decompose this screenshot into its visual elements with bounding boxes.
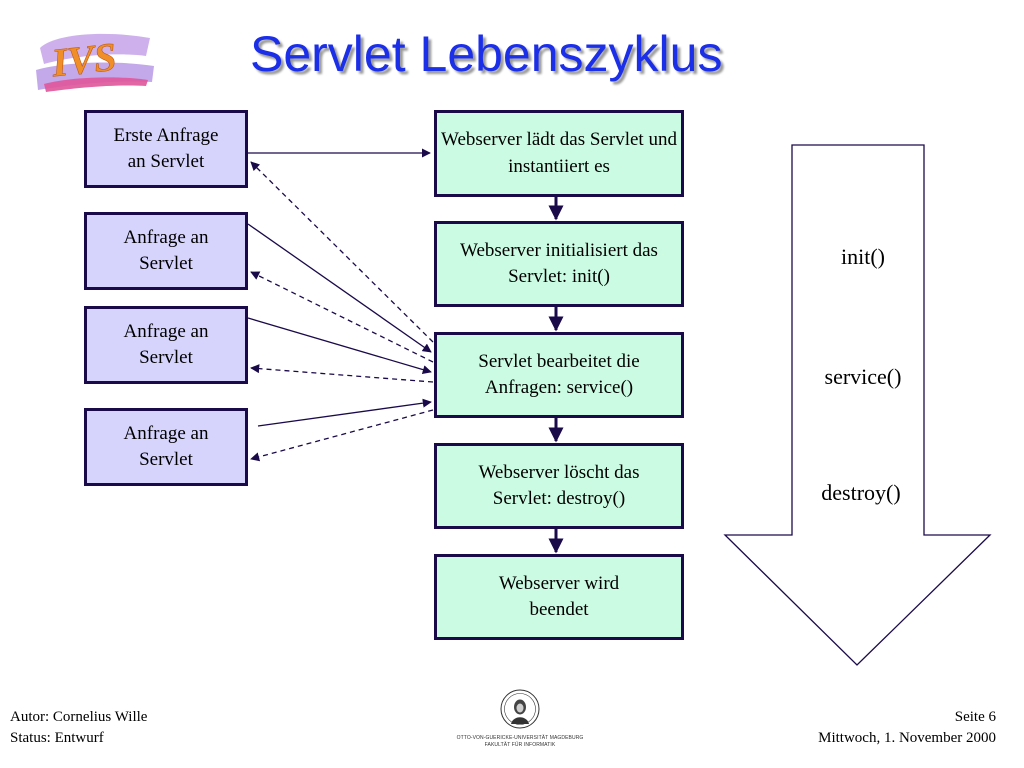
- step-label: Webserver lädt das Servlet und instantii…: [441, 129, 677, 177]
- request-label: Anfrage an Servlet: [123, 226, 209, 274]
- step-box-destroy: Webserver löscht das Servlet: destroy(): [434, 443, 684, 529]
- ivs-logo: IVS: [34, 26, 156, 96]
- step-label: Servlet bearbeitet die Anfragen: service…: [478, 350, 640, 398]
- arrow-request-2-to-service: [247, 223, 432, 353]
- method-service: service(): [824, 364, 902, 389]
- step-box-load: Webserver lädt das Servlet und instantii…: [434, 110, 684, 197]
- request-label: Anfrage an Servlet: [123, 320, 209, 368]
- response-arrow-1: [250, 161, 434, 343]
- step-label: Webserver löscht das Servlet: destroy(): [478, 461, 640, 509]
- request-label: Anfrage an Servlet: [123, 422, 209, 470]
- step-box-shutdown: Webserver wird beendet: [434, 554, 684, 640]
- request-box: Anfrage an Servlet: [84, 408, 248, 486]
- university-seal: OTTO-VON-GUERICKE-UNIVERSITÄT MAGDEBURG …: [450, 688, 590, 750]
- seal-faculty: FAKULTÄT FÜR INFORMATIK: [484, 742, 556, 748]
- request-box-first: Erste Anfrage an Servlet: [84, 110, 248, 188]
- footer-date: Mittwoch, 1. November 2000: [818, 730, 996, 746]
- request-box: Anfrage an Servlet: [84, 212, 248, 290]
- response-arrow-2: [250, 271, 434, 363]
- request-box: Anfrage an Servlet: [84, 306, 248, 384]
- request-label: Erste Anfrage an Servlet: [113, 124, 219, 172]
- page-title: Servlet Lebenszyklus: [250, 26, 723, 82]
- footer-right: Seite 6 Mittwoch, 1. November 2000: [818, 707, 996, 749]
- step-label: Webserver wird beendet: [498, 572, 620, 620]
- lifecycle-arrow: [723, 144, 992, 666]
- method-destroy: destroy(): [821, 480, 901, 505]
- response-arrow-4: [250, 409, 434, 462]
- footer-status: Status: Entwurf: [10, 730, 104, 746]
- footer-left: Autor: Cornelius Wille Status: Entwurf: [10, 707, 147, 749]
- step-box-init: Webserver initialisiert das Servlet: ini…: [434, 221, 684, 307]
- page-number: Seite 6: [954, 709, 996, 725]
- step-box-service: Servlet bearbeitet die Anfragen: service…: [434, 332, 684, 418]
- arrow-request-3-to-service: [247, 317, 432, 375]
- response-arrow-3: [250, 364, 434, 383]
- footer-author: Autor: Cornelius Wille: [10, 709, 148, 725]
- seal-university: OTTO-VON-GUERICKE-UNIVERSITÄT MAGDEBURG: [456, 735, 584, 741]
- arrow-request-4-to-service: [257, 398, 432, 427]
- method-init: init(): [841, 244, 885, 269]
- step-label: Webserver initialisiert das Servlet: ini…: [460, 239, 658, 287]
- university-emblem: [500, 689, 540, 729]
- logo-text: IVS: [49, 34, 119, 86]
